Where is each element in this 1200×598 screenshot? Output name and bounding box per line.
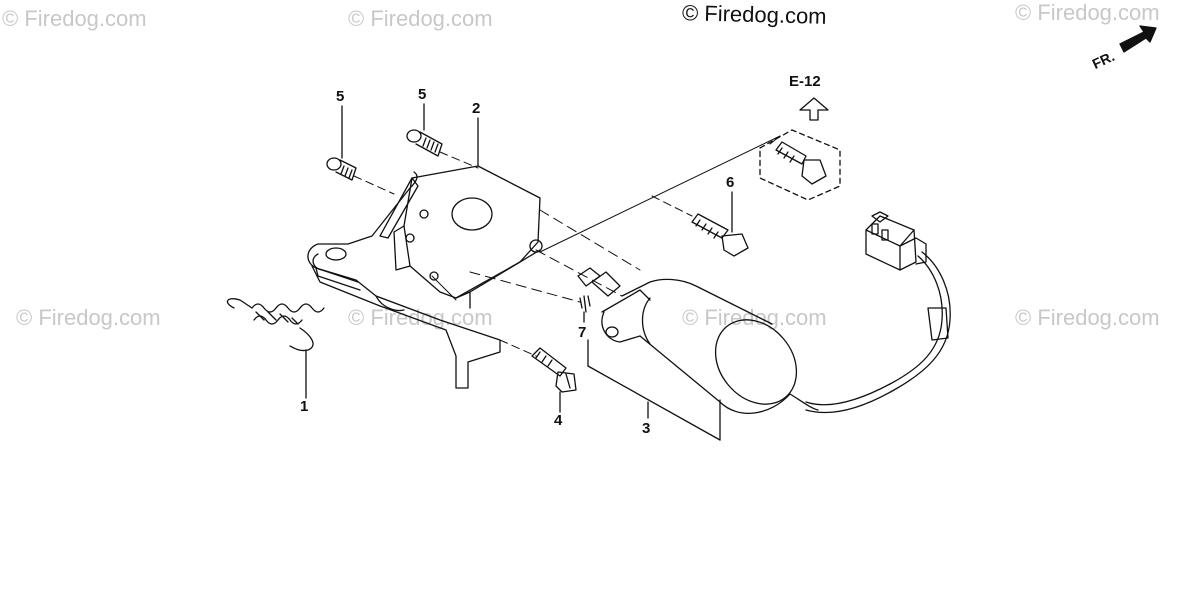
callout-6: 6 [726,174,735,191]
callout-7: 7 [578,324,587,341]
watermark: © Firedog.com [1015,305,1160,330]
leader-line-3 [587,339,721,441]
callout-4: 4 [554,412,563,429]
callout-5b: 5 [418,86,427,103]
callout-2: 2 [472,100,481,117]
actuator-part [577,267,819,414]
watermark: © Firedog.com [348,6,493,31]
bracket-part [393,165,543,309]
bolt-part-6 [691,213,749,257]
wire-harness [805,251,951,414]
watermark: © Firedog.com [348,305,493,330]
reference-bolt-box [759,129,841,201]
reference-arrow [799,97,829,121]
reference-label: E-12 [789,73,821,90]
watermark: © Firedog.com [1015,0,1160,25]
bolt-part-5a [326,157,357,181]
callout-3: 3 [642,420,651,437]
callout-1: 1 [300,398,309,415]
watermark: © Firedog.com [682,305,827,330]
front-arrow-icon [1119,25,1157,53]
bolt-part-5b [406,129,443,157]
watermark: © Firedog.com [2,6,147,31]
lever-arm-part [307,171,501,389]
spring-part [226,298,325,352]
bolt-part-4 [531,347,577,393]
connector-part [865,211,927,271]
copyright-text: © Firedog.com [681,0,827,29]
callout-5a: 5 [336,88,345,105]
alignment-lines [353,135,781,357]
watermark: © Firedog.com [16,305,161,330]
